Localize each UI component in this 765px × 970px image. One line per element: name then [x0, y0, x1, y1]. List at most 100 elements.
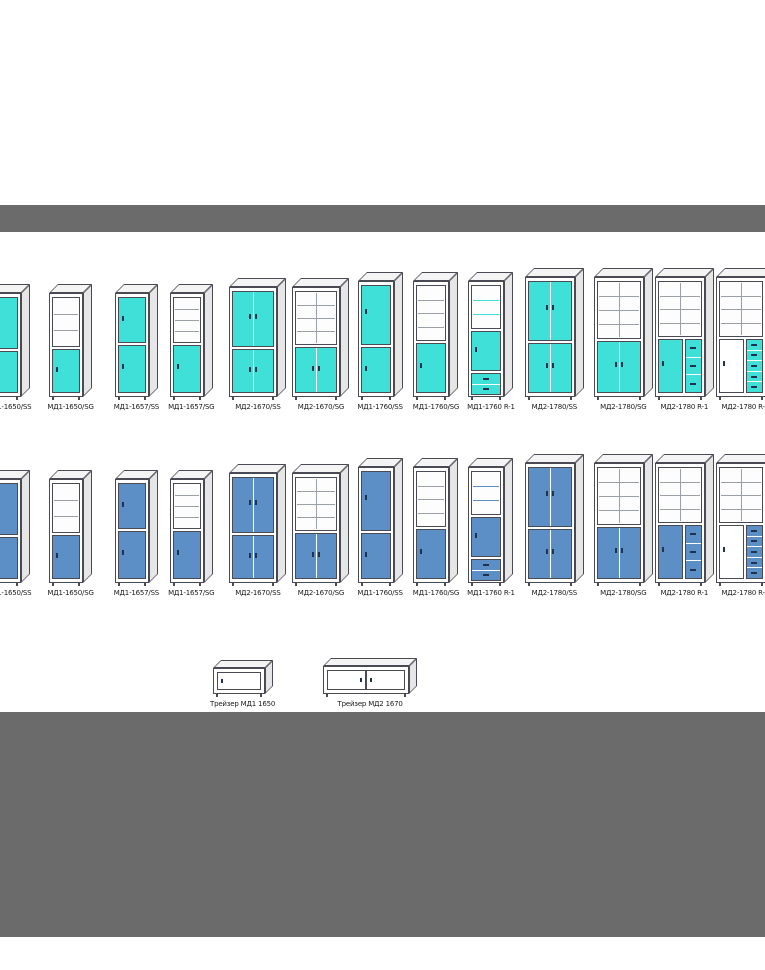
cabinet-drawing: [413, 272, 459, 400]
glass-door-seam: [679, 283, 681, 335]
cabinet-front-face: [715, 277, 765, 400]
cabinet-solid-section: [718, 525, 744, 579]
cabinet-front-face: [292, 473, 341, 586]
cabinet-side-face: [504, 458, 514, 583]
cabinet-top-face: [715, 268, 765, 277]
door-handle: [545, 305, 548, 311]
door-handle: [620, 548, 623, 553]
cabinet-front-face: [413, 467, 450, 586]
cabinet-front-face: [0, 479, 22, 586]
cabinet: МД2-1670/SG: [292, 278, 350, 412]
drawer-front: [746, 536, 762, 548]
shelf-line: [418, 499, 445, 500]
door-handle: [176, 550, 179, 556]
drawer-handle: [483, 388, 490, 391]
cabinet-label: МД2-1780/SG: [600, 589, 647, 597]
cabinet-glass-section: [657, 467, 702, 523]
cabinet-label: МД2-1780/SG: [600, 403, 647, 411]
shelf-line: [174, 517, 199, 518]
cabinet-label: МД2-1780 R-1: [660, 403, 709, 411]
cabinet-glass-section: [471, 471, 502, 515]
cabinet-split-section: [657, 339, 702, 393]
drawer-handle: [751, 572, 758, 575]
cabinet-front-face: [114, 293, 149, 400]
cabinet-side-face: [643, 454, 653, 583]
cabinet-drawers-section: [745, 339, 763, 393]
trailer: Трейзер МД1 1650: [210, 660, 275, 709]
cabinet-drawing: [169, 284, 213, 400]
shelf-line: [418, 512, 445, 514]
trailer-door-handle: [220, 679, 223, 683]
trailer-top-face: [323, 658, 418, 666]
cabinet-solid-section: [471, 517, 502, 557]
cabinet-side-face: [449, 272, 459, 397]
cabinet-label: МД1-1760 R-1: [467, 589, 515, 597]
door-handle: [249, 366, 252, 372]
drawer-front: [746, 568, 762, 578]
cabinet-front-face: [229, 287, 278, 400]
drawer-front: [472, 374, 501, 385]
cabinet-drawing: [229, 464, 287, 586]
drawer-handle: [690, 365, 697, 367]
glass-door-seam: [740, 469, 742, 521]
cabinet-front-face: [468, 281, 505, 400]
cabinet-side-face: [148, 284, 158, 397]
cabinet: МД1-1650/SG: [47, 470, 94, 598]
cabinet-side-face: [83, 284, 93, 397]
cabinet-side-face: [21, 470, 31, 583]
cabinet-drawing: [524, 454, 584, 586]
cabinet-label: МД2-1670/SS: [235, 589, 281, 597]
door-handle: [255, 499, 258, 505]
shelf-line: [418, 326, 445, 328]
cabinet-split-section: [718, 339, 763, 393]
drawer-handle: [751, 343, 758, 346]
cabinet-top-face: [715, 454, 765, 463]
cabinet-label: МД2-1670/SG: [297, 403, 345, 411]
cabinet-split-section: [718, 525, 763, 579]
trailer-front-face: [212, 668, 265, 697]
door-seam: [253, 478, 255, 532]
door-handle: [255, 366, 258, 372]
cabinet: МД1-1650/SS: [0, 470, 32, 598]
cabinet-solid-section: [527, 529, 572, 579]
cabinet-solid-section: [52, 535, 81, 579]
trailer-door: [216, 672, 261, 690]
trailer-door-handle: [360, 678, 363, 682]
door-handle: [614, 548, 617, 553]
cabinet-glass-section: [471, 285, 502, 329]
cabinet: МД2-1780/SG: [593, 454, 653, 598]
door-handle: [121, 550, 124, 556]
drawer-front: [685, 340, 701, 358]
cabinet-glass-section: [657, 281, 702, 337]
cabinet-drawing: [357, 458, 403, 586]
cabinet: МД1-1760 R-1: [467, 458, 515, 598]
cabinet-solid-section: [527, 343, 572, 393]
cabinet-solid-section: [0, 297, 19, 349]
cabinet-drawing: [114, 470, 158, 586]
glass-door-seam: [679, 469, 681, 521]
drawer-front: [746, 361, 762, 372]
drawer-handle: [483, 574, 490, 577]
shelf-line: [174, 309, 199, 310]
cabinet-drawing: [0, 284, 31, 400]
drawer-handle: [690, 568, 697, 571]
cabinet-solid-section: [360, 533, 391, 579]
cabinet-solid-section: [360, 347, 391, 393]
door-handle: [255, 552, 258, 558]
door-handle: [614, 362, 617, 367]
door-handle: [318, 365, 321, 371]
shelf-line: [473, 500, 500, 502]
trailer-drawing: [323, 658, 418, 697]
cabinet-row-cyan: МД1-1650/SSМД1-1650/SGМД1-1657/SSМД1-165…: [0, 268, 765, 412]
cabinet-drawers-section: [471, 373, 502, 395]
door-handle: [121, 364, 124, 370]
drawer-front: [746, 526, 762, 537]
cabinet-front-face: [715, 463, 765, 586]
trailer-front-face: [323, 666, 410, 697]
cabinet-label: МД2-1780/SS: [531, 403, 578, 411]
cabinet-solid-section: [232, 349, 275, 393]
trailer: Трейзер МД2 1670: [323, 658, 418, 709]
cabinet: МД2-1780 R-1: [654, 268, 714, 412]
cabinet-label: МД1-1657/SG: [168, 589, 215, 597]
